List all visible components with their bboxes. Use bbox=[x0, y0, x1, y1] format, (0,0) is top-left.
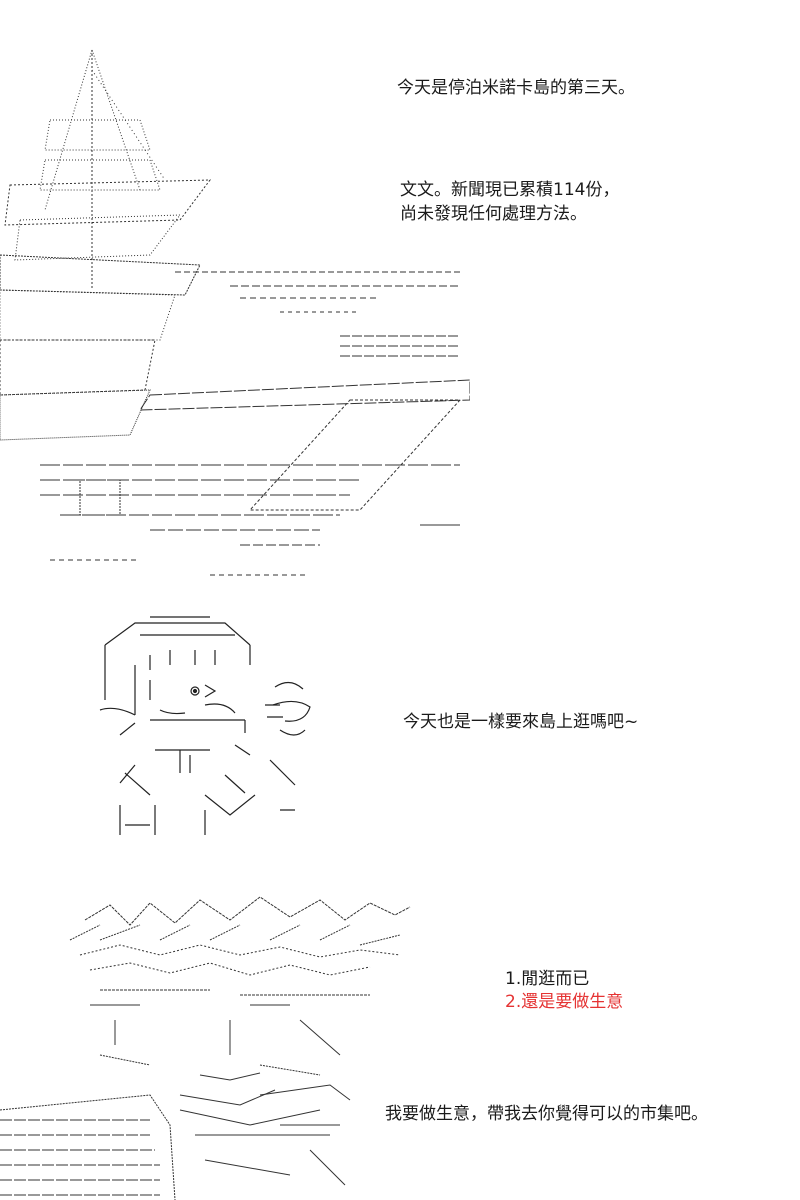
character-ascii-art bbox=[0, 895, 440, 1200]
choice-stroll[interactable]: 1.閒逛而已 bbox=[505, 969, 590, 989]
choice-business[interactable]: 2.還是要做生意 bbox=[505, 992, 624, 1012]
caption-line: 我要做生意，帶我去你覺得可以的市集吧。 bbox=[385, 1104, 708, 1124]
boy-ascii-art bbox=[95, 605, 335, 835]
ship-ascii-art bbox=[0, 40, 470, 590]
caption-line: 文文。新聞現已累積114份， bbox=[400, 180, 620, 200]
caption-line: 今天是停泊米諾卡島的第三天。 bbox=[397, 78, 635, 98]
panel-boy: 今天也是一樣要來島上逛嗎吧~ bbox=[0, 600, 800, 870]
caption-line: 尚未發現任何處理方法。 bbox=[400, 204, 587, 224]
caption-line: 今天也是一樣要來島上逛嗎吧~ bbox=[403, 712, 639, 732]
panel-character: 1.閒逛而已 2.還是要做生意 我要做生意，帶我去你覺得可以的市集吧。 bbox=[0, 890, 800, 1200]
panel-ship: 今天是停泊米諾卡島的第三天。 文文。新聞現已累積114份， 尚未發現任何處理方法… bbox=[0, 40, 635, 590]
